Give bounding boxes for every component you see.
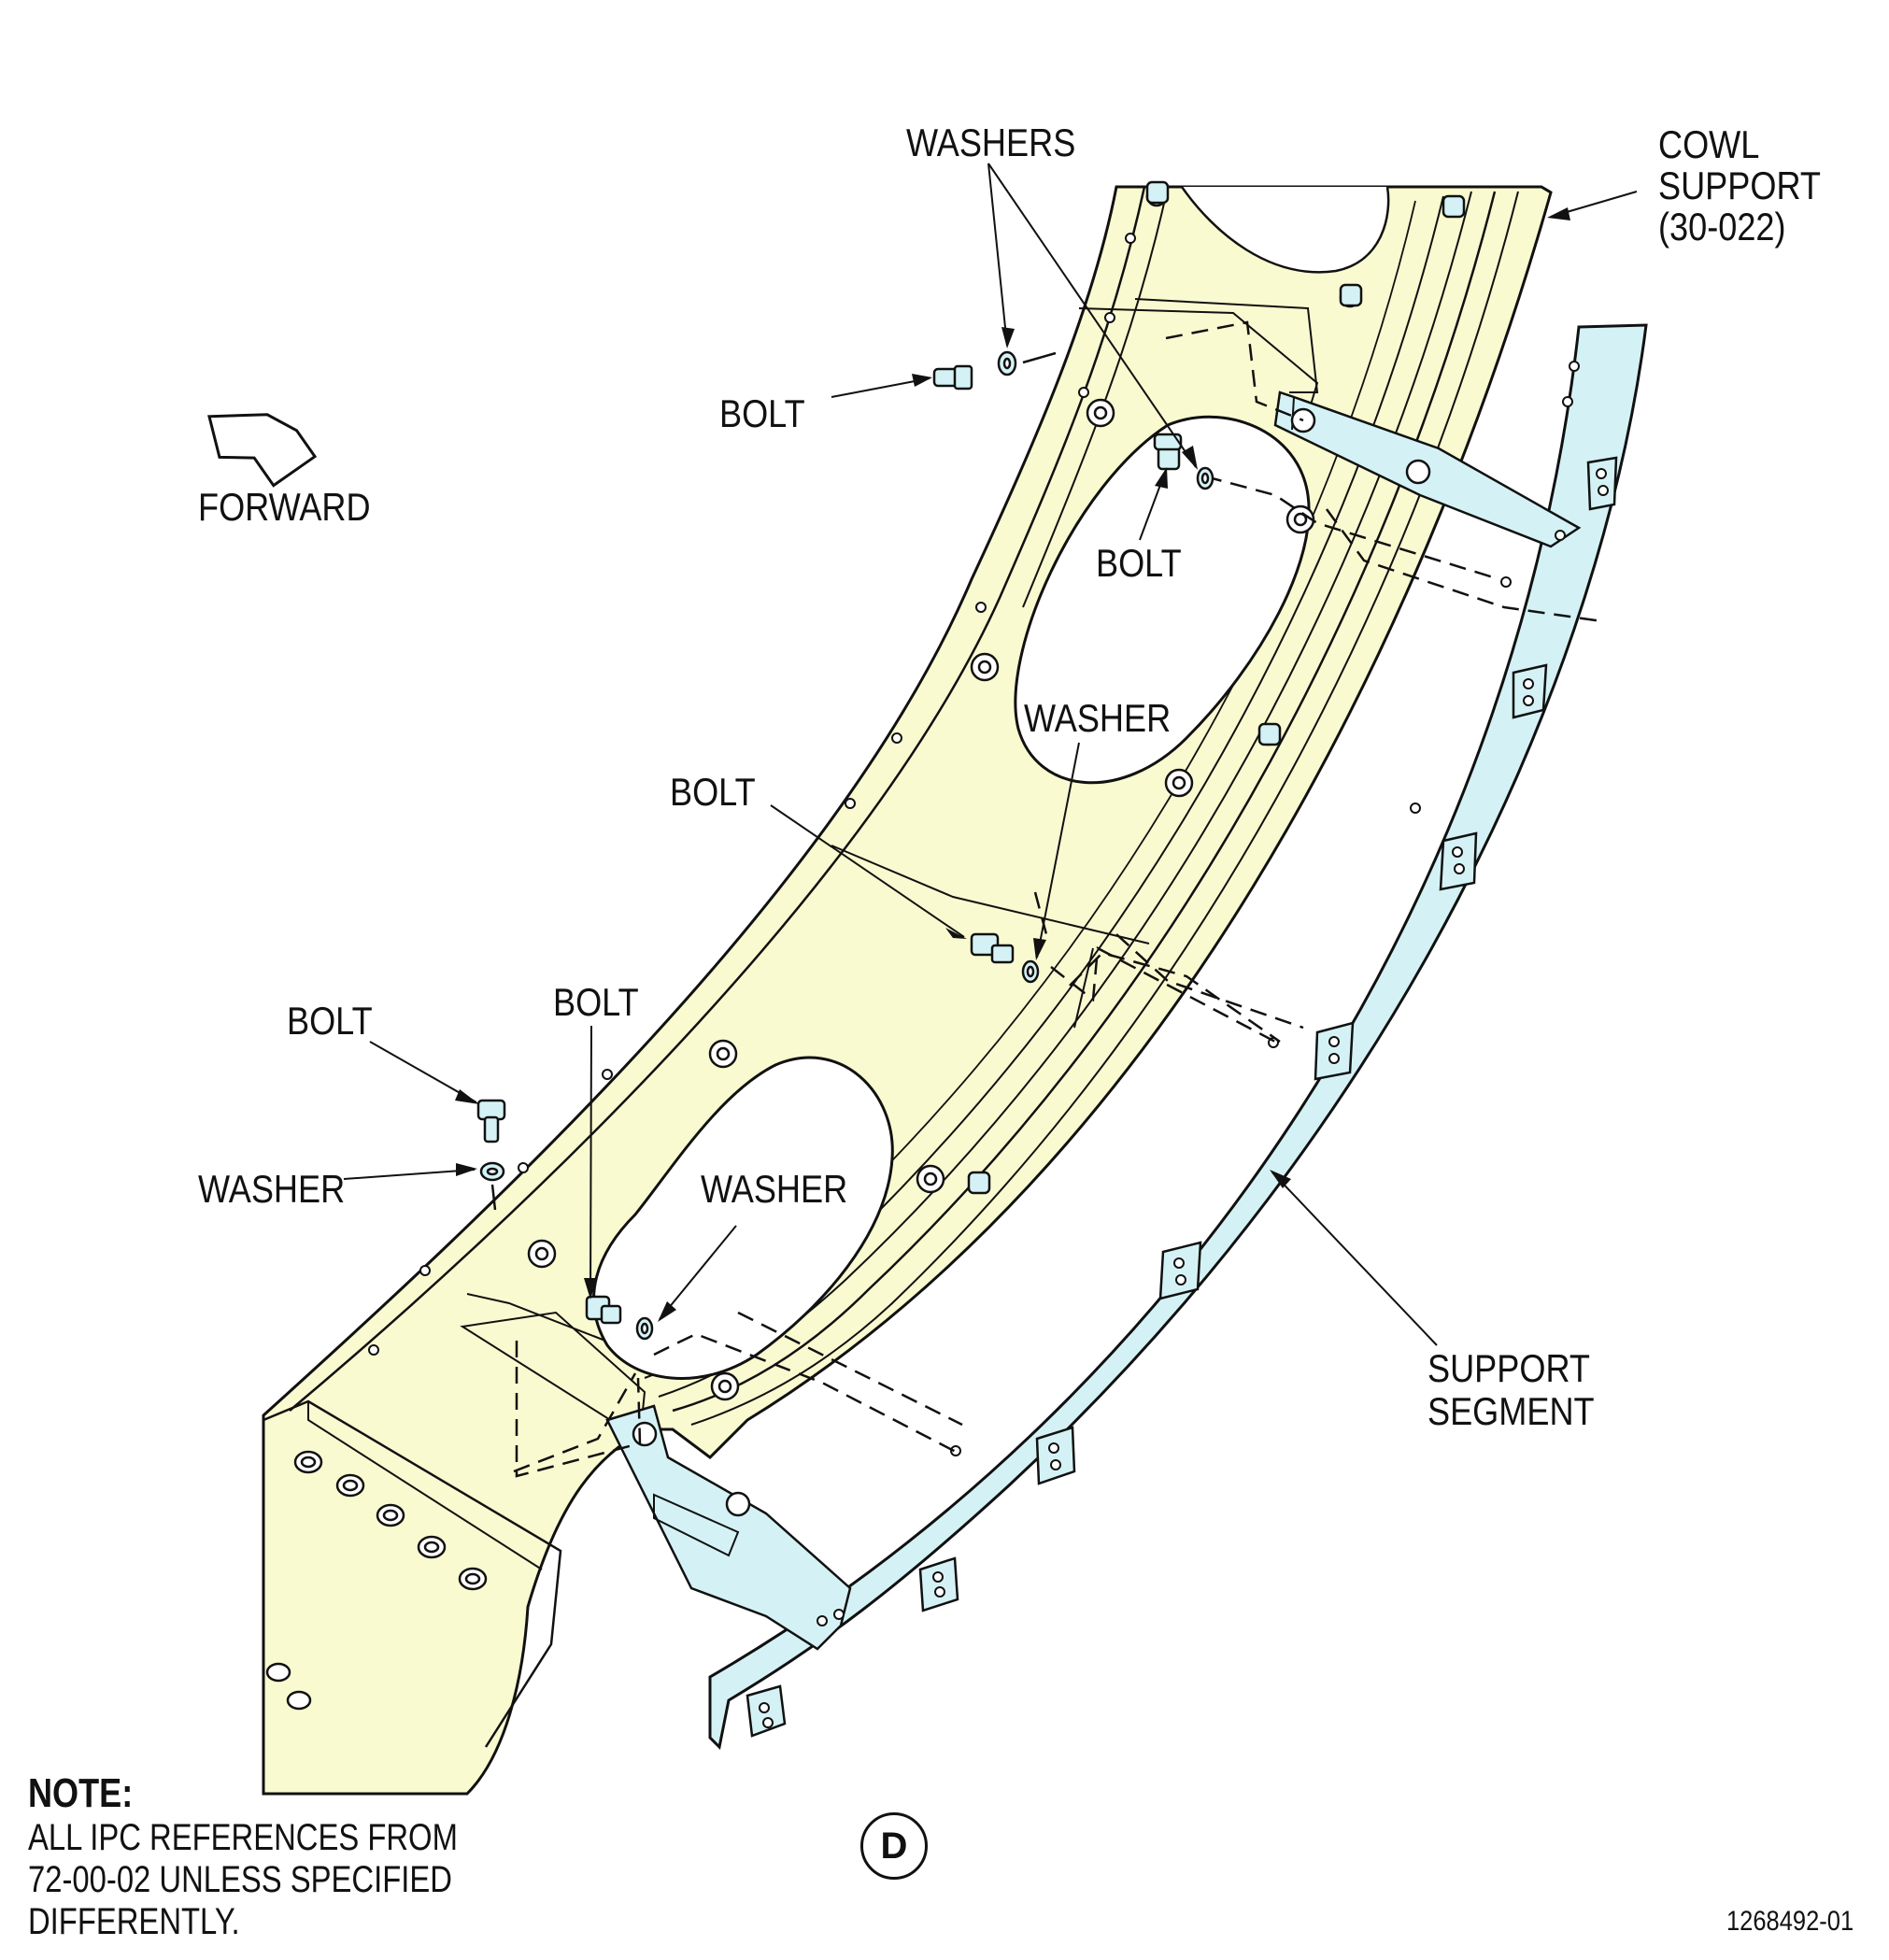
view-letter-badge: D (860, 1812, 928, 1880)
label-cowl-support-line1: COWL (1658, 122, 1760, 166)
label-bolt-mid: BOLT (670, 770, 756, 814)
bolt-mid (970, 932, 1040, 984)
label-washers: WASHERS (906, 121, 1076, 164)
label-bolt-left: BOLT (287, 999, 373, 1043)
figure-number: 1268492-01 (1726, 1906, 1854, 1937)
label-cowl-support-line2: SUPPORT (1658, 163, 1821, 207)
bolt-left (476, 1099, 506, 1211)
label-bolt-top: BOLT (719, 391, 805, 435)
bolt-top (932, 364, 973, 391)
bolt-lower-cutout (585, 1295, 654, 1341)
forward-arrow-icon (207, 413, 318, 488)
leader-arrowheads (455, 207, 1570, 1322)
label-support-segment-line1: SUPPORT (1427, 1346, 1590, 1390)
note-line-1: ALL IPC REFERENCES FROM (28, 1817, 458, 1858)
label-washer-mid: WASHER (1024, 696, 1172, 740)
label-washer-left: WASHER (198, 1167, 346, 1211)
label-bolt-upper: BOLT (1096, 541, 1182, 585)
label-forward: FORWARD (198, 485, 371, 529)
note-line-3: DIFFERENTLY. (28, 1901, 240, 1942)
note-title: NOTE: (28, 1770, 134, 1816)
alignment-dashed-lines (513, 320, 1603, 1478)
hardware (476, 180, 1466, 1341)
label-support-segment-line2: SEGMENT (1427, 1389, 1595, 1433)
label-cowl-support-line3: (30-022) (1658, 205, 1786, 249)
label-bolt-lower: BOLT (553, 980, 639, 1024)
leader-lines (343, 163, 1638, 1346)
label-washer-lower: WASHER (701, 1167, 848, 1211)
lower-bracket (605, 1404, 852, 1651)
upper-bracket (1273, 391, 1582, 548)
washer-top (997, 350, 1017, 376)
bolt-upper-cutout (1153, 433, 1214, 490)
note-line-2: 72-00-02 UNLESS SPECIFIED (28, 1859, 452, 1900)
